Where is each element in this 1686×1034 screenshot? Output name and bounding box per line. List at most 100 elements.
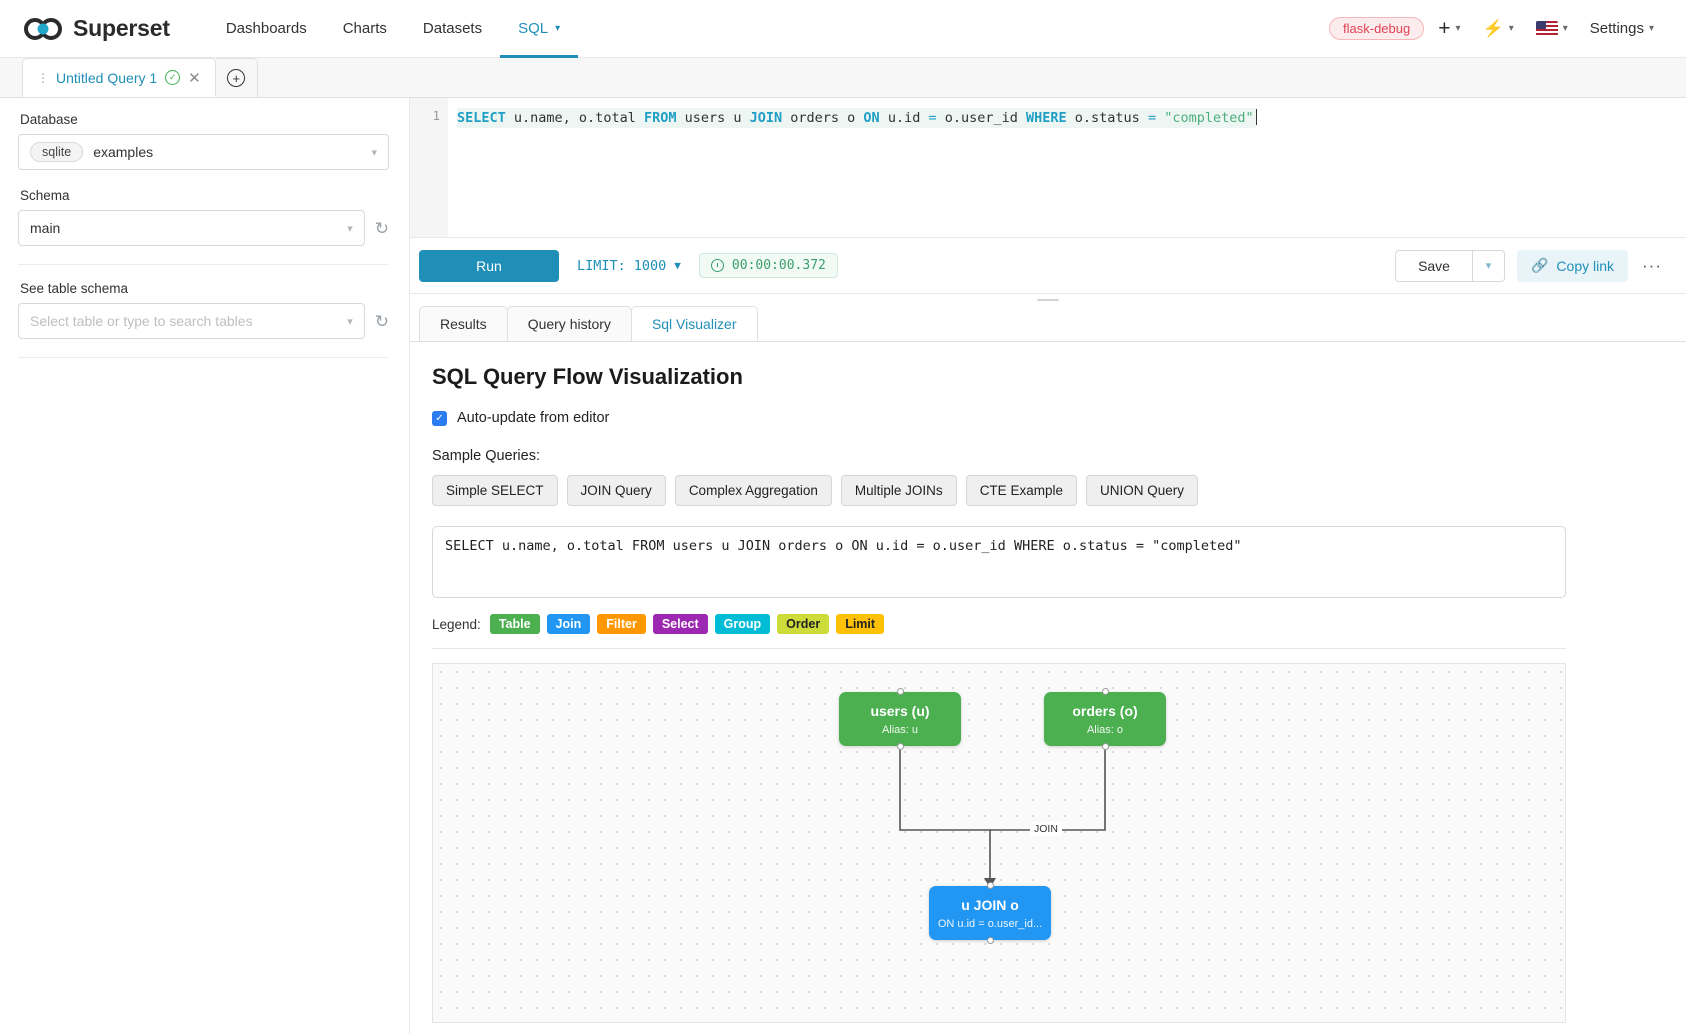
right-editor-panel: 1 SELECT u.name, o.total FROM users u JO… xyxy=(410,98,1686,1034)
tab-results[interactable]: Results xyxy=(419,306,508,342)
clock-icon xyxy=(710,259,724,272)
legend-label: Legend: xyxy=(432,616,481,632)
limit-label: LIMIT: xyxy=(577,257,626,274)
chevron-down-icon: ▾ xyxy=(1648,23,1654,34)
editor-code-area[interactable]: SELECT u.name, o.total FROM users u JOIN… xyxy=(448,98,1686,237)
flow-node-users[interactable]: users (u) Alias: u xyxy=(839,688,961,750)
query-flow-canvas[interactable]: JOIN users (u) Alias: u orders (o) Alias… xyxy=(432,663,1566,1023)
flow-node-join-subtitle: ON u.id = o.user_id... xyxy=(937,917,1043,930)
save-button[interactable]: Save xyxy=(1395,249,1473,282)
chevron-down-icon: ▾ xyxy=(1508,23,1514,34)
app-header: Superset Dashboards Charts Datasets SQL … xyxy=(0,0,1686,58)
check-circle-icon: ✓ xyxy=(165,70,181,85)
node-port-top xyxy=(1101,688,1109,695)
plus-circle-icon: + xyxy=(227,69,246,87)
database-field-row: sqlite examples ▾ xyxy=(18,134,389,170)
editor-line-number: 1 xyxy=(432,108,440,123)
tabs-rule xyxy=(410,341,1686,342)
plus-icon: + xyxy=(1438,17,1451,40)
table-select[interactable]: Select table or type to search tables ▾ xyxy=(18,303,365,339)
table-schema-label: See table schema xyxy=(20,281,129,296)
tab-sql-visualizer[interactable]: Sql Visualizer xyxy=(630,306,758,342)
header-right-actions: flask-debug + ▾ ⚡ ▾ ▾ Settings ▾ xyxy=(1329,14,1662,43)
legend-chip-order: Order xyxy=(777,614,830,634)
sample-button-cte-example[interactable]: CTE Example xyxy=(965,475,1077,506)
chevron-down-icon: ▾ xyxy=(347,222,353,235)
flow-node-join[interactable]: u JOIN o ON u.id = o.user_id... xyxy=(929,882,1051,944)
copy-link-label: Copy link xyxy=(1556,257,1615,274)
save-dropdown-button[interactable]: ▾ xyxy=(1472,249,1505,282)
sample-button-complex-aggregation[interactable]: Complex Aggregation xyxy=(674,475,832,506)
close-icon[interactable]: ✕ xyxy=(188,69,201,87)
sql-visualizer-panel: SQL Query Flow Visualization ✓ Auto-upda… xyxy=(410,342,1686,1034)
sql-editor[interactable]: 1 SELECT u.name, o.total FROM users u JO… xyxy=(410,98,1686,238)
flow-node-orders-title: orders (o) xyxy=(1072,702,1138,719)
flow-node-orders[interactable]: orders (o) Alias: o xyxy=(1044,688,1166,750)
table-select-placeholder: Select table or type to search tables xyxy=(30,313,253,329)
settings-menu-button[interactable]: Settings ▾ xyxy=(1582,16,1662,41)
query-tab-strip: ⋮ Untitled Query 1 ✓ ✕ + xyxy=(0,58,1686,98)
node-port-top xyxy=(986,882,994,889)
chevron-down-icon: ▼ xyxy=(674,259,681,272)
new-menu-button[interactable]: + ▾ xyxy=(1430,14,1468,43)
legend: Legend: Table Join Filter Select Group O… xyxy=(432,614,1686,634)
sample-button-multiple-joins[interactable]: Multiple JOINs xyxy=(840,475,957,506)
database-select[interactable]: sqlite examples ▾ xyxy=(18,134,389,170)
editor-toolbar: Run LIMIT: 1000 ▼ 00:00:00.372 Save ▾ 🔗 xyxy=(410,238,1686,294)
chevron-down-icon: ▾ xyxy=(1455,23,1461,34)
nav-label-sql: SQL xyxy=(518,20,549,37)
legend-chip-join: Join xyxy=(546,614,591,634)
chevron-down-icon: ▾ xyxy=(555,23,561,34)
debug-badge: flask-debug xyxy=(1329,17,1425,40)
toolbar-right-actions: Save ▾ 🔗 Copy link ··· xyxy=(1395,249,1664,282)
panel-divider xyxy=(18,264,389,265)
sample-button-union-query[interactable]: UNION Query xyxy=(1085,475,1198,506)
query-tab-untitled-query-1[interactable]: ⋮ Untitled Query 1 ✓ ✕ xyxy=(22,58,216,97)
copy-link-button[interactable]: 🔗 Copy link xyxy=(1516,249,1629,282)
sql-input-textarea[interactable] xyxy=(432,526,1566,598)
refresh-tables-icon[interactable]: ↻ xyxy=(374,311,389,331)
nav-item-sql[interactable]: SQL ▾ xyxy=(500,0,578,58)
drag-grip-icon[interactable]: ⋮ xyxy=(37,70,49,85)
limit-dropdown[interactable]: LIMIT: 1000 ▼ xyxy=(577,258,681,274)
page-title: SQL Query Flow Visualization xyxy=(432,364,743,389)
save-button-group: Save ▾ xyxy=(1395,249,1505,282)
node-port-bottom xyxy=(896,743,904,750)
refresh-schemas-icon[interactable]: ↻ xyxy=(374,218,389,238)
nav-item-datasets[interactable]: Datasets xyxy=(405,0,500,58)
legend-chip-select: Select xyxy=(652,614,708,634)
editor-code-line: SELECT u.name, o.total FROM users u JOIN… xyxy=(457,108,1256,128)
schema-select[interactable]: main ▾ xyxy=(18,210,365,246)
editor-body: Database sqlite examples ▾ Schema main ▾… xyxy=(0,98,1686,1034)
nav-item-charts[interactable]: Charts xyxy=(325,0,405,58)
sample-queries-label: Sample Queries: xyxy=(432,448,540,464)
sample-button-simple-select[interactable]: Simple SELECT xyxy=(432,475,558,506)
timer-value: 00:00:00.372 xyxy=(731,258,826,273)
nav-item-dashboards[interactable]: Dashboards xyxy=(208,0,325,58)
language-menu-button[interactable]: ▾ xyxy=(1528,17,1576,40)
tab-query-history[interactable]: Query history xyxy=(506,306,632,342)
link-icon: 🔗 xyxy=(1530,257,1549,273)
flow-node-users-title: users (u) xyxy=(870,702,930,719)
auto-update-checkbox[interactable]: ✓ xyxy=(432,410,447,426)
new-query-tab-button[interactable]: + xyxy=(215,58,258,97)
editor-gutter: 1 xyxy=(410,98,448,237)
database-label: Database xyxy=(20,112,78,127)
panel-resize-handle[interactable] xyxy=(410,294,1686,306)
query-tab-label: Untitled Query 1 xyxy=(56,69,158,86)
schema-label: Schema xyxy=(20,188,70,203)
chevron-down-icon: ▾ xyxy=(1562,23,1568,34)
flow-node-join-title: u JOIN o xyxy=(961,896,1019,913)
alerts-menu-button[interactable]: ⚡ ▾ xyxy=(1475,16,1522,41)
database-engine-chip: sqlite xyxy=(30,142,84,162)
sample-button-join-query[interactable]: JOIN Query xyxy=(566,475,666,506)
auto-update-row[interactable]: ✓ Auto-update from editor xyxy=(432,410,1686,426)
superset-logo[interactable]: Superset xyxy=(24,15,170,42)
run-button[interactable]: Run xyxy=(419,249,559,282)
auto-update-label: Auto-update from editor xyxy=(457,410,610,426)
chevron-down-icon: ▾ xyxy=(371,146,377,159)
legend-chip-limit: Limit xyxy=(836,614,885,634)
left-config-panel: Database sqlite examples ▾ Schema main ▾… xyxy=(0,98,410,1034)
legend-chip-group: Group xyxy=(714,614,771,634)
more-options-button[interactable]: ··· xyxy=(1642,255,1662,275)
